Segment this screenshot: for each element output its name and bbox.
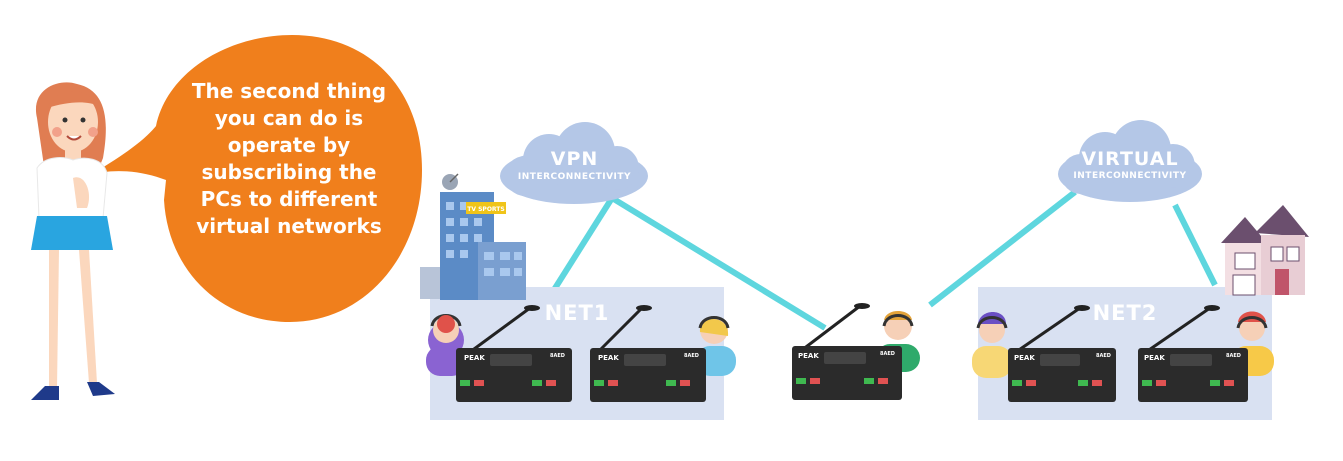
building-icon: TV SPORTS <box>420 173 526 300</box>
device-brand: PEAK <box>598 354 619 362</box>
device-brand: PEAK <box>1014 354 1035 362</box>
operator-avatar <box>972 312 1012 378</box>
microphone-icon <box>1015 306 1081 354</box>
intercom-device <box>456 348 572 402</box>
line-vpn-net1 <box>549 196 615 295</box>
standalone-station: PEAK 8AED <box>786 300 936 405</box>
virtual-cloud-title: VIRTUAL <box>1081 148 1179 170</box>
vpn-cloud-title: VPN <box>550 148 599 170</box>
cloud-icon <box>1058 120 1202 202</box>
vpn-cloud: VPN INTERCONNECTIVITY <box>497 118 652 210</box>
line-virtual-standalone <box>928 189 1077 308</box>
device-brand: PEAK <box>464 354 485 362</box>
device-brand: PEAK <box>798 352 819 360</box>
microphone-icon <box>1145 306 1211 354</box>
net1-station-1: PEAK 8AED <box>420 302 580 407</box>
microphone-icon <box>469 306 531 354</box>
virtual-cloud-subtitle: INTERCONNECTIVITY <box>1073 171 1187 181</box>
vpn-cloud-subtitle: INTERCONNECTIVITY <box>517 172 632 182</box>
device-model: 8AED <box>550 353 565 359</box>
device-model: 8AED <box>1226 353 1241 359</box>
device-model: 8AED <box>880 351 895 357</box>
virtual-cloud: VIRTUAL INTERCONNECTIVITY <box>1055 118 1205 208</box>
device-model: 8AED <box>684 353 699 359</box>
device-brand: PEAK <box>1144 354 1165 362</box>
net1-label: NET1 <box>544 301 610 325</box>
operator-avatar <box>696 316 736 376</box>
intercom-device <box>590 348 706 402</box>
line-vpn-standalone <box>610 195 827 331</box>
intercom-device <box>792 346 902 400</box>
speech-bubble: The second thing you can do is operate b… <box>70 30 432 330</box>
microphone-icon <box>596 306 644 354</box>
net2-label: NET2 <box>1092 301 1158 325</box>
net2-station-1: PEAK 8AED <box>970 302 1120 407</box>
speech-bubble-text: The second thing you can do is operate b… <box>191 79 387 238</box>
net2-station-2: PEAK 8AED <box>1126 302 1286 407</box>
intercom-device <box>1138 348 1248 402</box>
cloud-icon <box>500 122 648 204</box>
intercom-device <box>1008 348 1116 402</box>
woman-character <box>31 82 115 400</box>
building-sign-text: TV SPORTS <box>467 206 504 213</box>
device-model: 8AED <box>1096 353 1111 359</box>
microphone-icon <box>801 304 861 352</box>
house-icon <box>1221 205 1309 296</box>
line-virtual-net2 <box>1172 203 1218 287</box>
net1-station-2: PEAK 8AED <box>584 302 744 407</box>
